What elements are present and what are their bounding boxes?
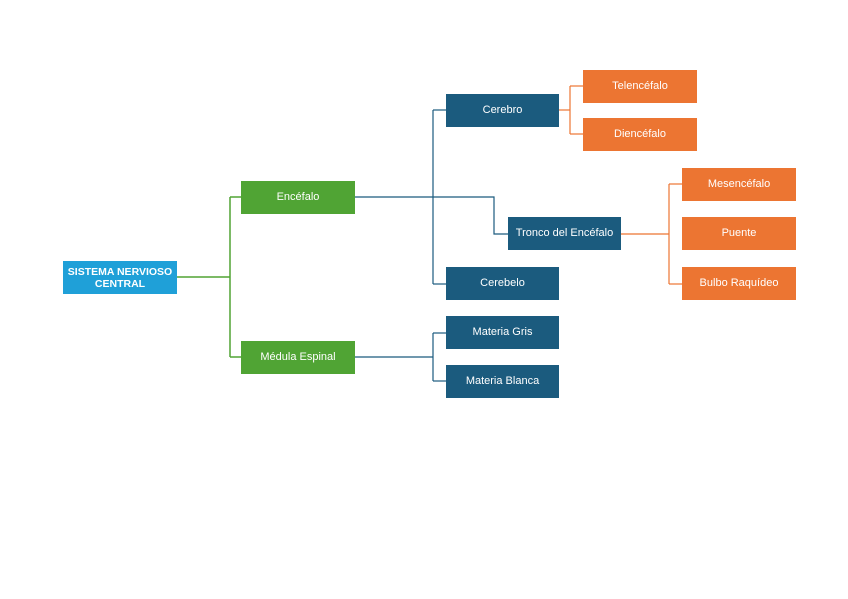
node-label: SISTEMA NERVIOSO CENTRAL	[67, 265, 173, 290]
node-materia-gris[interactable]: Materia Gris	[446, 316, 559, 349]
node-label: Mesencéfalo	[707, 178, 771, 190]
node-label: Cerebro	[482, 104, 523, 116]
node-tronco-del-encefalo[interactable]: Tronco del Encéfalo	[508, 217, 621, 250]
node-label: Materia Gris	[472, 326, 533, 338]
node-cerebelo[interactable]: Cerebelo	[446, 267, 559, 300]
node-mesencefalo[interactable]: Mesencéfalo	[682, 168, 796, 201]
node-label: Telencéfalo	[612, 80, 668, 92]
node-label: Encéfalo	[276, 191, 320, 203]
node-label: Diencéfalo	[614, 128, 666, 140]
node-encefalo[interactable]: Encéfalo	[241, 181, 355, 214]
node-label: Cerebelo	[480, 277, 525, 289]
node-cerebro[interactable]: Cerebro	[446, 94, 559, 127]
node-puente[interactable]: Puente	[682, 217, 796, 250]
node-label: Bulbo Raquídeo	[699, 277, 779, 289]
node-label: Puente	[721, 227, 757, 239]
connector-tronco	[355, 196, 508, 235]
node-sistema-nervioso-central[interactable]: SISTEMA NERVIOSO CENTRAL	[63, 261, 177, 294]
node-diencefalo[interactable]: Diencéfalo	[583, 118, 697, 151]
node-telencefalo[interactable]: Telencéfalo	[583, 70, 697, 103]
node-label: Materia Blanca	[465, 375, 540, 387]
node-bulbo-raquideo[interactable]: Bulbo Raquídeo	[682, 267, 796, 300]
node-medula-espinal[interactable]: Médula Espinal	[241, 341, 355, 374]
node-materia-blanca[interactable]: Materia Blanca	[446, 365, 559, 398]
node-label: Médula Espinal	[260, 351, 336, 363]
node-label: Tronco del Encéfalo	[515, 227, 614, 239]
